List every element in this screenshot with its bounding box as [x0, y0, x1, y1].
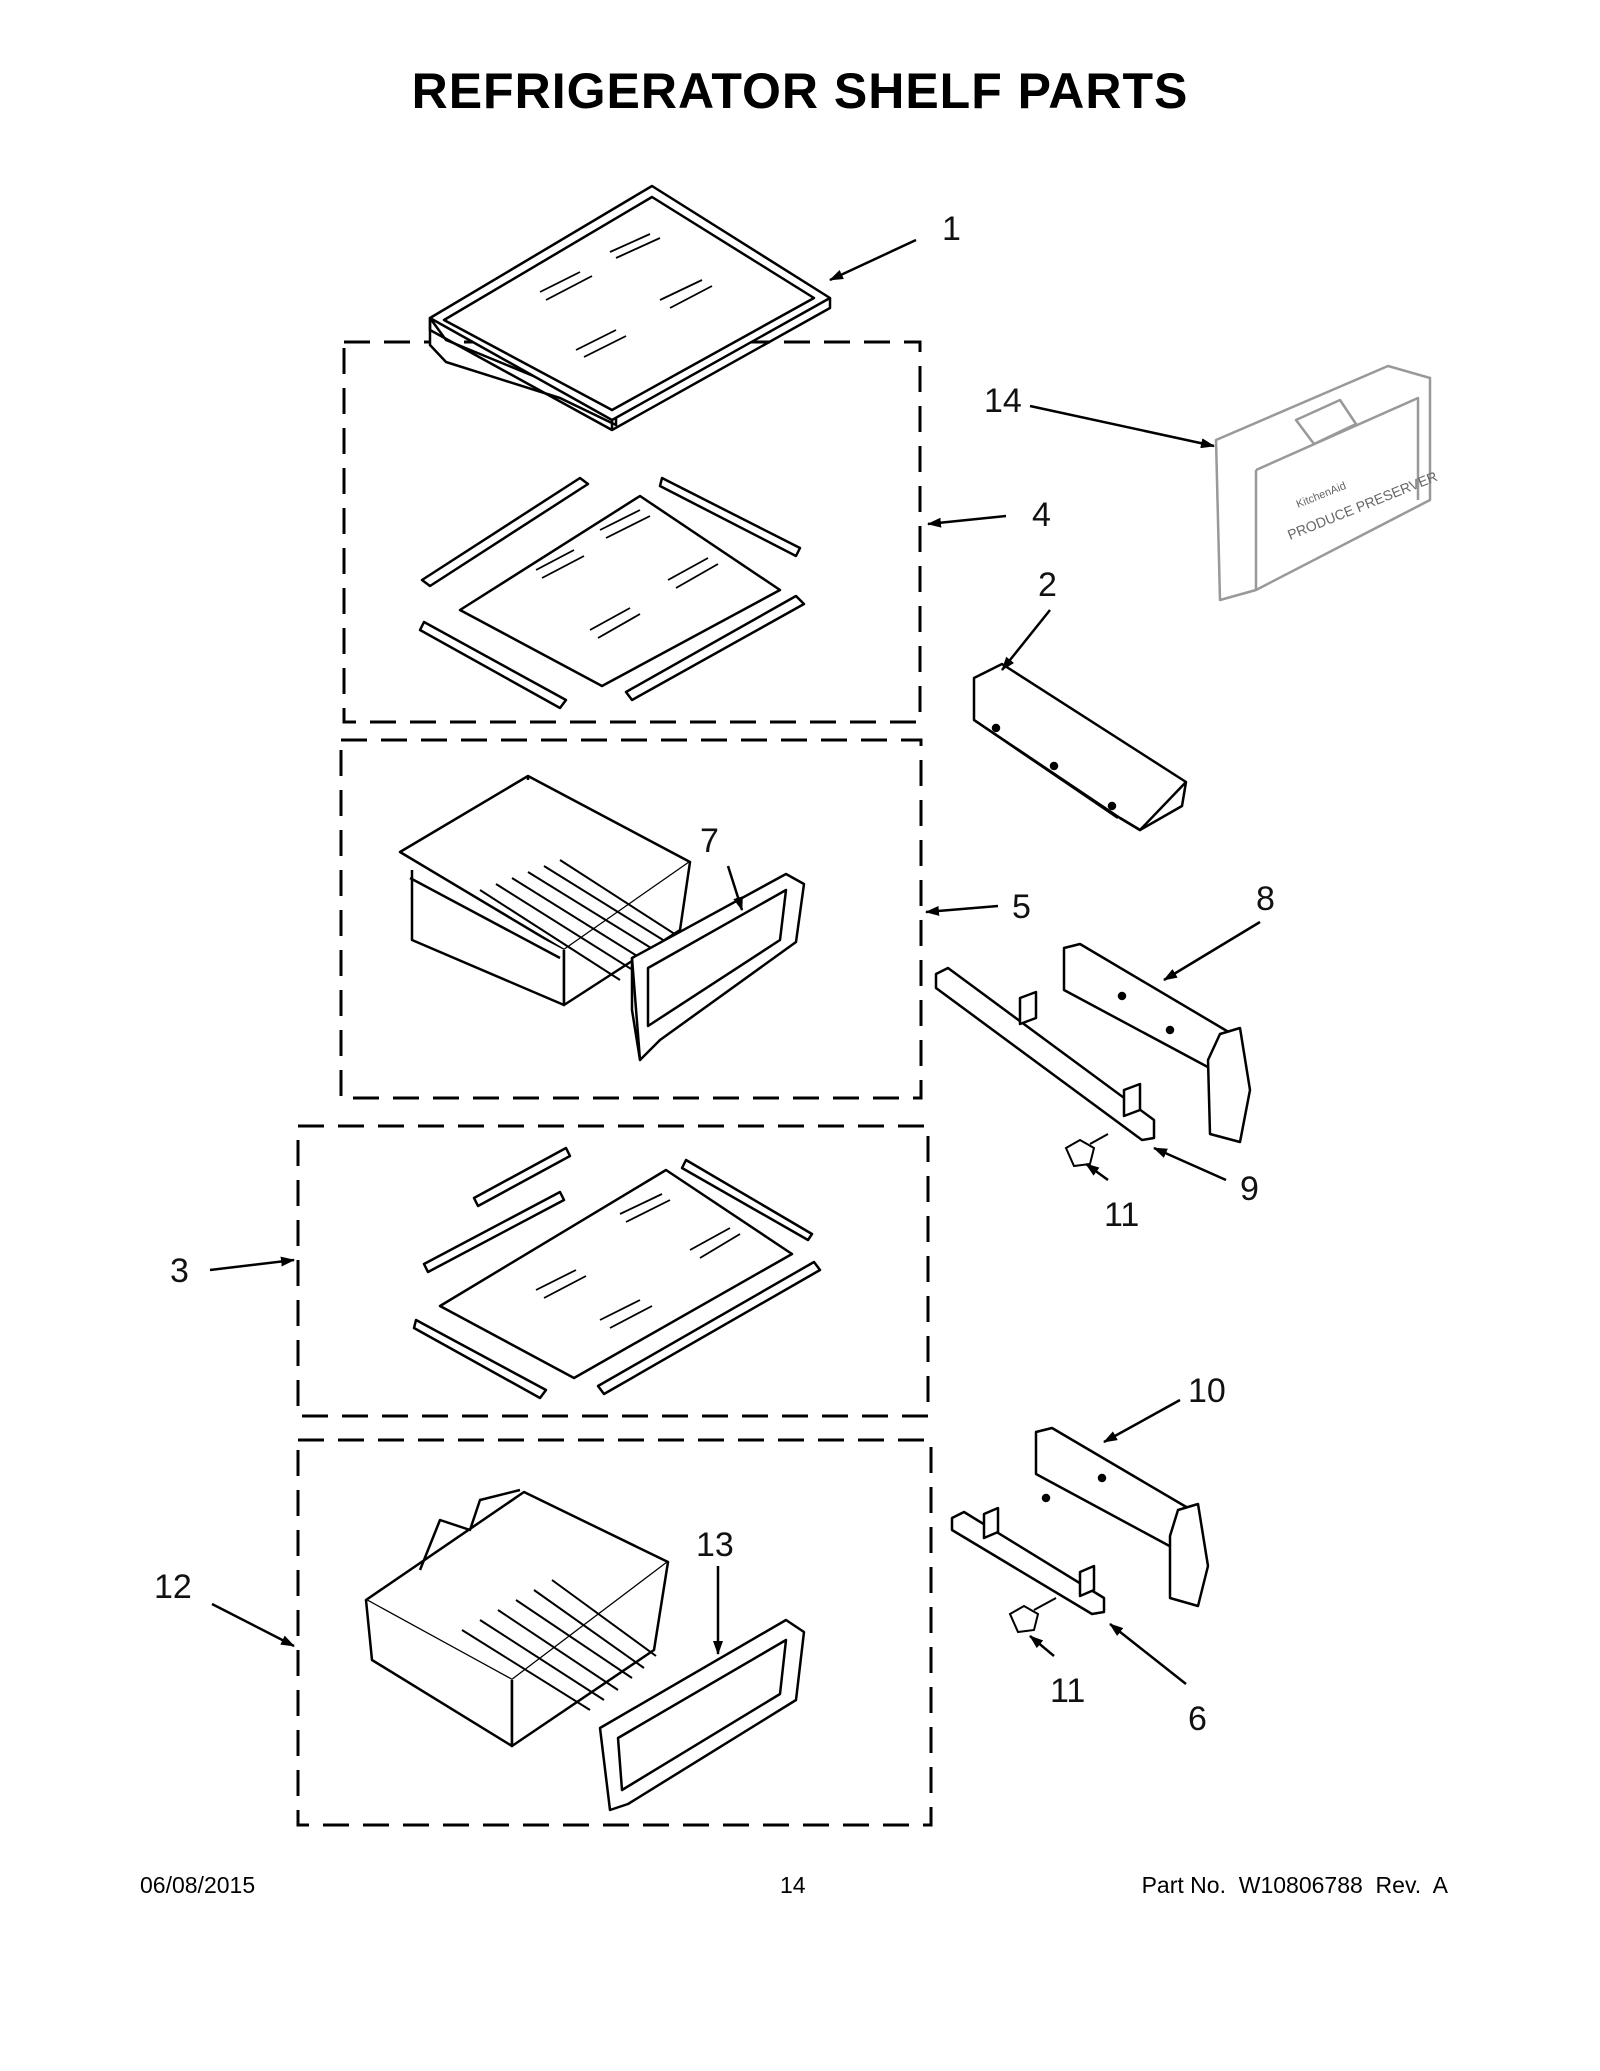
leader-2: [1001, 609, 1051, 671]
callout-1: 1: [942, 210, 961, 248]
callout-6: 6: [1188, 1700, 1207, 1738]
part-9-drawer-slide-rail: [934, 966, 1156, 1142]
part-13-deli-cover-front: [598, 1618, 806, 1812]
group-box-5: [339, 738, 923, 1100]
callout-7: 7: [700, 822, 719, 860]
part-3-glass-shelf-assembly: [412, 1146, 822, 1400]
callout-3: 3: [170, 1252, 189, 1290]
group-box-12: [296, 1438, 933, 1827]
footer-date: 06/08/2015: [140, 1872, 256, 1898]
callout-14: 14: [984, 382, 1022, 420]
callout-11-lower: 11: [1050, 1672, 1085, 1710]
callout-2: 2: [1038, 566, 1057, 604]
callout-12: 12: [154, 1568, 192, 1606]
leader-10: [1103, 1398, 1181, 1444]
callout-10: 10: [1188, 1372, 1226, 1410]
callout-5: 5: [1012, 888, 1031, 926]
part-1-glass-shelf: [428, 184, 832, 432]
callout-9: 9: [1240, 1170, 1259, 1208]
leader-11-lower: [1029, 1635, 1055, 1657]
callout-11-upper: 11: [1104, 1196, 1139, 1234]
leader-14: [1029, 404, 1215, 449]
part-10-drawer-bracket: [1034, 1426, 1210, 1608]
part-8-drawer-bracket: [1062, 942, 1252, 1144]
page-title: REFRIGERATOR SHELF PARTS: [411, 63, 1189, 119]
callout-4: 4: [1032, 496, 1051, 534]
group-box-3: [296, 1124, 930, 1418]
leader-4: [927, 514, 1007, 528]
leader-7: [726, 865, 744, 911]
part-7-crisper-cover-front: [630, 872, 806, 1062]
leader-5: [925, 904, 999, 916]
part-2-shelf-support: [972, 662, 1188, 832]
part-4-glass-shelf-assembly: [418, 476, 806, 710]
leader-8: [1163, 920, 1261, 982]
callout-8: 8: [1256, 880, 1275, 918]
part-11-screw-upper: [1064, 1133, 1109, 1168]
part-5-crisper-bin: [398, 774, 692, 1007]
part-6-drawer-slide-rail: [950, 1506, 1106, 1616]
leader-3: [209, 1256, 295, 1272]
callout-13: 13: [696, 1526, 734, 1564]
footer-page-number: 14: [780, 1872, 806, 1898]
part-11-screw-lower: [1008, 1597, 1057, 1634]
leader-11-upper: [1085, 1162, 1109, 1182]
footer-part-number: Part No. W10806788 Rev. A: [1141, 1872, 1448, 1898]
leader-6: [1109, 1623, 1187, 1685]
leader-12: [211, 1602, 295, 1648]
leader-9: [1153, 1146, 1227, 1182]
part-12-deli-bin: [364, 1488, 670, 1748]
part-14-produce-preserver: KitchenAid PRODUCE PRESERVER: [1214, 364, 1439, 602]
leader-1: [829, 238, 917, 282]
